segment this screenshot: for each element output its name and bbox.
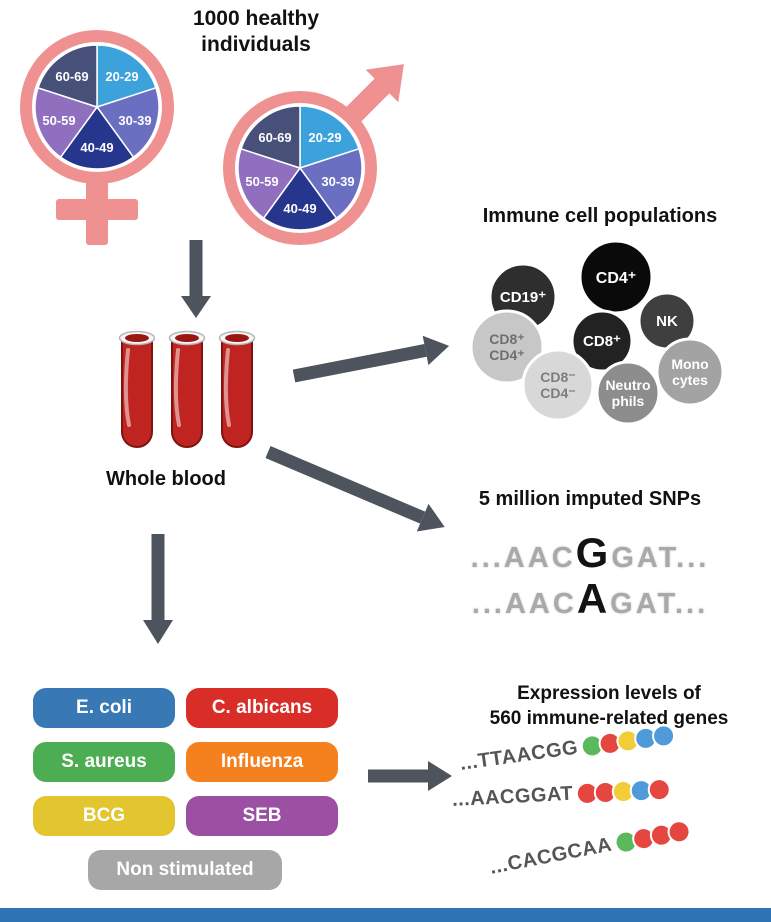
male-symbol-arrow	[338, 64, 404, 130]
pie-slice-20-29	[299, 105, 360, 170]
pie-label-60-69: 60-69	[55, 69, 88, 84]
cell-label-cd8-cd4-dp-line1: CD8⁺	[489, 331, 524, 347]
snp-variant-allele: A	[576, 575, 611, 622]
cell-label-cd8-cd4-dn-line1: CD8⁻	[540, 369, 575, 385]
snp-seq-prefix: ...AAC	[471, 588, 577, 620]
pie-slice-20-29	[96, 44, 157, 109]
cell-label-cd4: CD4⁺	[596, 270, 636, 287]
arrow-stimuli-to-expression	[368, 761, 452, 791]
pie-label-40-49: 40-49	[80, 140, 113, 155]
pie-label-50-59: 50-59	[245, 174, 278, 189]
arrow-blood-to-stimuli	[143, 534, 173, 644]
arrow-blood-to-cells	[292, 335, 450, 383]
cell-bubble-monocytes	[655, 337, 725, 407]
cell-label-monocytes-line1: Mono	[671, 356, 708, 372]
pie-slice-50-59	[34, 86, 99, 159]
arrow-individuals-to-blood	[181, 240, 211, 318]
cell-label-cd8-cd4-dp-line2: CD4⁺	[489, 347, 524, 363]
male-age-pie	[237, 105, 363, 231]
immune-cells-title: Immune cell populations	[482, 205, 718, 227]
stimulus-influenza: Influenza	[186, 742, 338, 782]
blood-tube	[168, 330, 206, 448]
stimulus-calbicans: C. albicans	[186, 688, 338, 728]
female-age-pie-labels: 20-29 30-39 40-49 50-59 60-69	[42, 69, 151, 155]
pie-label-50-59: 50-59	[42, 113, 75, 128]
cell-bubble-cd8	[570, 309, 634, 373]
snp-sequence-row: ...AACGGAT...	[410, 530, 770, 576]
cell-label-cd19: CD19⁺	[500, 289, 546, 306]
blood-tubes	[118, 330, 256, 448]
pie-label-60-69: 60-69	[258, 130, 291, 145]
pie-label-30-39: 30-39	[321, 174, 354, 189]
pie-slice-30-39	[298, 147, 363, 220]
stimulus-ecoli: E. coli	[33, 688, 175, 728]
stimulus-bcg: BCG	[33, 796, 175, 836]
pie-label-30-39: 30-39	[118, 113, 151, 128]
cell-bubble-cd8-cd4-dp	[469, 309, 545, 385]
cell-bubble-cd8-cd4-dn	[521, 348, 595, 422]
pie-slice-50-59	[237, 147, 302, 220]
snp-seq-suffix: GAT...	[610, 588, 709, 620]
male-age-pie-labels: 20-29 30-39 40-49 50-59 60-69	[245, 130, 354, 216]
footer-bar	[0, 908, 771, 922]
snps-title: 5 million imputed SNPs	[478, 488, 702, 510]
cell-label-neutrophils-line1: Neutro	[605, 377, 650, 393]
blood-tube	[218, 330, 256, 448]
immune-cell-bubbles: CD19⁺ CD4⁺ NK CD8⁺ CD4⁺ CD8⁺ Mono cytes …	[469, 239, 725, 426]
whole-blood-label: Whole blood	[106, 468, 226, 490]
cell-label-nk: NK	[656, 313, 678, 330]
stimulus-seb: SEB	[186, 796, 338, 836]
male-symbol: 20-29 30-39 40-49 50-59 60-69	[223, 64, 404, 245]
cell-label-neutrophils-line2: phils	[612, 393, 645, 409]
snp-seq-prefix: ...AAC	[470, 542, 576, 574]
blood-tube	[118, 330, 156, 448]
pie-slice-40-49	[59, 105, 135, 170]
female-age-pie	[34, 44, 160, 170]
stimulus-non-stimulated: Non stimulated	[88, 850, 282, 890]
cell-label-monocytes-line2: cytes	[672, 372, 708, 388]
snp-sequences: ...AACGGAT... ...AACAGAT...	[410, 530, 770, 622]
cell-bubble-neutrophils	[595, 360, 661, 426]
pie-label-20-29: 20-29	[308, 130, 341, 145]
arrow-blood-to-snps	[265, 446, 445, 532]
female-symbol: 20-29 30-39 40-49 50-59 60-69	[20, 30, 174, 245]
female-symbol-crossbar	[56, 199, 138, 220]
pie-slice-30-39	[95, 86, 160, 159]
pie-slice-40-49	[262, 166, 338, 231]
pie-slice-60-69	[240, 105, 301, 170]
cell-label-cd8: CD8⁺	[583, 333, 621, 350]
expression-title: Expression levels of 560 immune-related …	[489, 683, 729, 729]
snp-sequence-row: ...AACAGAT...	[410, 576, 770, 622]
stimulus-saureus: S. aureus	[33, 742, 175, 782]
snp-seq-suffix: GAT...	[611, 542, 710, 574]
pie-slice-60-69	[37, 44, 98, 109]
cell-label-cd8-cd4-dn-line2: CD4⁻	[540, 385, 575, 401]
snp-variant-allele: G	[575, 529, 612, 576]
pie-label-20-29: 20-29	[105, 69, 138, 84]
expression-dot	[647, 777, 672, 802]
pie-label-40-49: 40-49	[283, 201, 316, 216]
cohort-title: 1000 healthy individuals	[192, 7, 320, 57]
